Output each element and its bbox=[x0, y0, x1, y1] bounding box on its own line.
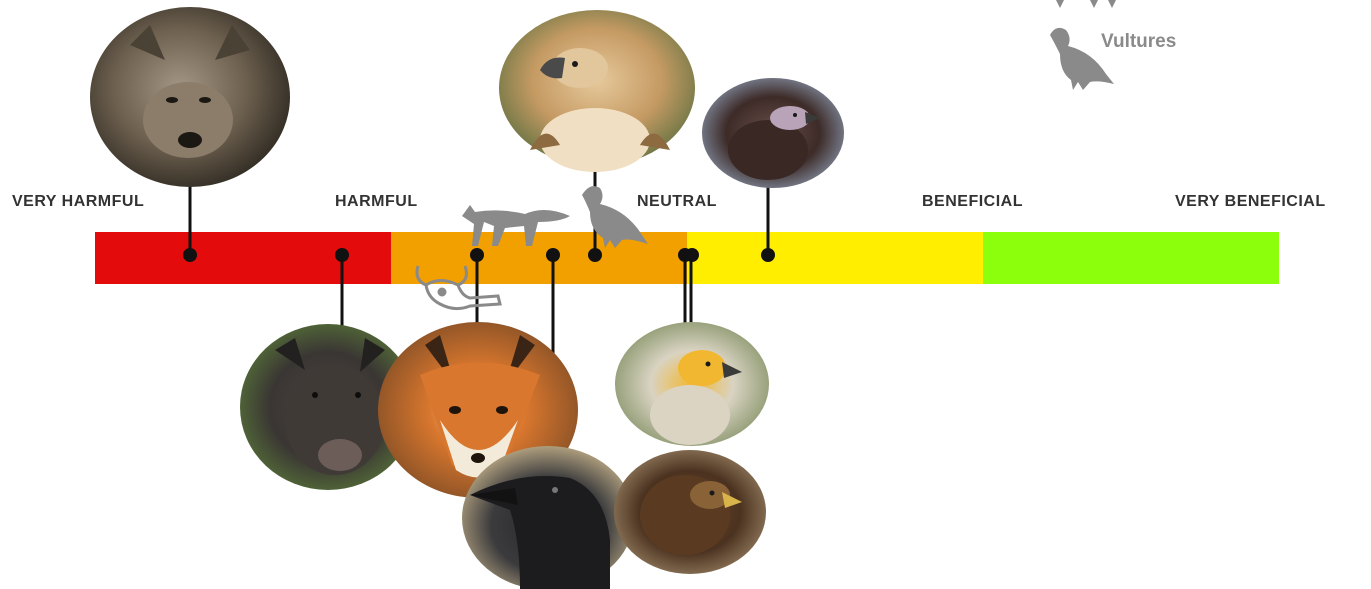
raven-pin bbox=[546, 248, 560, 262]
griffon-vulture-pin bbox=[588, 248, 602, 262]
label-neutral: NEUTRAL bbox=[637, 193, 717, 210]
segment-beneficial bbox=[983, 232, 1279, 284]
segment-neutral bbox=[687, 232, 983, 284]
fox-silhouette-icon bbox=[462, 205, 570, 246]
cinereous-vulture-photo bbox=[702, 78, 844, 188]
wild-boar-photo bbox=[240, 324, 416, 490]
egyptian-vulture-photo bbox=[615, 322, 769, 446]
label-very-beneficial: VERY BENEFICIAL bbox=[1175, 193, 1326, 210]
raven-photo bbox=[462, 446, 634, 589]
cinereous-vulture-pin bbox=[761, 248, 775, 262]
vulture-silhouette-icon bbox=[1050, 27, 1114, 90]
golden-eagle-pin bbox=[685, 248, 699, 262]
vultures-legend-label: Vultures bbox=[1101, 31, 1177, 52]
griffon-vulture-photo bbox=[499, 10, 695, 172]
partial-legend-icon bbox=[1056, 0, 1116, 8]
vulture-silhouette-icon bbox=[582, 186, 648, 248]
label-harmful: HARMFUL bbox=[335, 193, 418, 210]
wolf-pin bbox=[183, 248, 197, 262]
fox-pin bbox=[470, 248, 484, 262]
label-beneficial: BENEFICIAL bbox=[922, 193, 1023, 210]
wild-boar-pin bbox=[335, 248, 349, 262]
golden-eagle-photo bbox=[614, 450, 766, 574]
skull-icon bbox=[415, 265, 502, 311]
wolf-photo bbox=[90, 7, 290, 187]
label-very-harmful: VERY HARMFUL bbox=[12, 193, 145, 210]
